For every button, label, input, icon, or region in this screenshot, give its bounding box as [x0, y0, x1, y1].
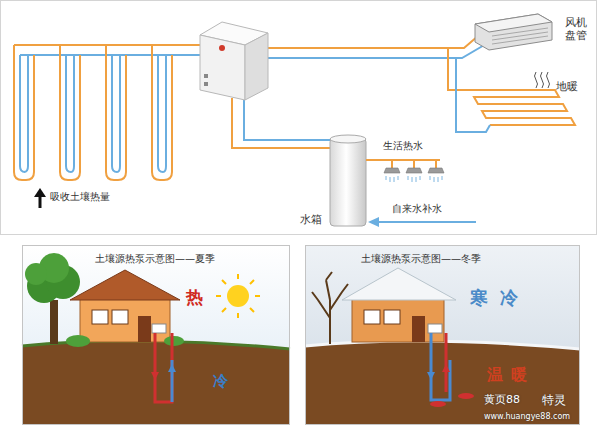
hot-water-pipe [392, 160, 436, 168]
distribution-pipes [244, 100, 330, 140]
floor-heating-box: 地暖 [466, 72, 594, 140]
up-arrow [34, 188, 46, 208]
climate-word: 寒冷 [470, 287, 530, 309]
summer-scene [22, 245, 290, 425]
hot-water-pipe [366, 159, 440, 161]
up-arrow [39, 196, 42, 208]
summer-scene [168, 364, 176, 372]
node-label: 地暖 [556, 80, 590, 93]
summer-scene [216, 274, 260, 318]
distribution-pipes [266, 36, 478, 48]
pipe-label: 生活热水 [383, 140, 423, 152]
fan-coil-unit [492, 28, 548, 44]
shower-heads [384, 168, 444, 182]
watermark: www.huangye88.com [484, 412, 570, 422]
shower-heads [384, 168, 400, 173]
ground-loop-pipes [152, 45, 172, 180]
winter-scene [364, 310, 380, 324]
heat-waves [541, 72, 544, 88]
distribution-pipes [266, 44, 486, 58]
winter-scene [442, 364, 450, 372]
summer-panel: 土壤源热泵示意图——夏季 [22, 245, 290, 425]
heat-pump-unit [200, 35, 245, 100]
ground-loop-pipes [14, 45, 200, 180]
note-label: 吸收土壤热量 [50, 191, 110, 203]
distribution-pipes [456, 58, 490, 132]
winter-panel: 土壤源热泵示意图——冬季 [305, 245, 580, 425]
heat-pump-unit [204, 82, 208, 86]
summer-scene [151, 372, 159, 380]
winter-scene [384, 310, 400, 324]
heat-waves [535, 72, 550, 88]
winter-scene [312, 272, 348, 344]
climate-word: 冷 [213, 372, 228, 390]
supply-arrow [368, 217, 476, 227]
heat-waves [535, 72, 538, 88]
winter-scene [305, 341, 580, 425]
winter-scene [445, 333, 448, 392]
ground-loop-pipes [66, 55, 74, 172]
winter-scene [412, 316, 425, 342]
fan-coil-unit [475, 14, 552, 50]
water-tank [330, 138, 366, 226]
summer-scene [138, 316, 151, 342]
summer-scene [70, 270, 180, 300]
summer-scene [25, 263, 47, 285]
winter-scene [458, 393, 474, 399]
winter-scene [431, 333, 450, 400]
summer-scene [112, 310, 128, 324]
winter-scene [305, 245, 580, 425]
shower-heads [386, 176, 442, 182]
node-label: 土壤源热泵示意图——夏季 [95, 253, 275, 265]
distribution-pipes [448, 48, 575, 125]
distribution-pipes [232, 36, 575, 148]
ground-loop-pipes [158, 55, 166, 172]
ground-loop-pipes [106, 45, 126, 180]
ground-loop-pipes [20, 55, 28, 172]
winter-scene [342, 268, 456, 300]
shower-heads [428, 168, 444, 173]
ground-loop-pipes [14, 45, 34, 180]
summer-scene [227, 285, 249, 307]
node-label: 土壤源热泵示意图——冬季 [361, 253, 541, 265]
water-tank [330, 135, 366, 226]
winter-scene [427, 372, 435, 380]
shower-heads [406, 168, 422, 173]
heat-pump-unit [204, 74, 208, 78]
summer-scene [152, 324, 166, 333]
summer-scene [155, 333, 172, 402]
up-arrow [34, 188, 46, 197]
hot-water-pipe [366, 160, 440, 168]
summer-scene [66, 335, 90, 347]
summer-scene [164, 336, 184, 346]
node-label: 风机 盘管 [565, 16, 590, 42]
distribution-pipes [232, 98, 330, 148]
heat-waves [547, 72, 550, 88]
heat-pump-unit [200, 22, 268, 100]
watermark: 特灵 [542, 393, 566, 407]
climate-word: 温暖 [487, 365, 535, 384]
fan-coil-box: 风机 盘管 [455, 10, 593, 56]
watermark: 黄页88 [484, 393, 520, 406]
top-panel-frame [1, 1, 597, 235]
supply-label: 自来水补水 [392, 203, 442, 215]
winter-scene [430, 401, 446, 407]
supply-arrow [378, 221, 476, 223]
heat-pump-unit [219, 45, 225, 51]
fan-coil-unit [475, 14, 552, 50]
summer-scene [92, 310, 108, 324]
water-tank [330, 135, 366, 143]
heat-pump-unit [245, 33, 268, 100]
summer-scene [50, 300, 58, 344]
climate-word: 热 [186, 287, 203, 307]
node-label: 水箱 [300, 213, 330, 226]
water-tank-box: 水箱 [296, 134, 370, 230]
winter-scene [428, 324, 442, 333]
summer-scene [22, 245, 290, 425]
ground-loop-pipes [112, 55, 120, 172]
supply-arrow [368, 217, 379, 227]
winter-scene [305, 245, 580, 425]
ground-loop-pipes [60, 45, 80, 180]
